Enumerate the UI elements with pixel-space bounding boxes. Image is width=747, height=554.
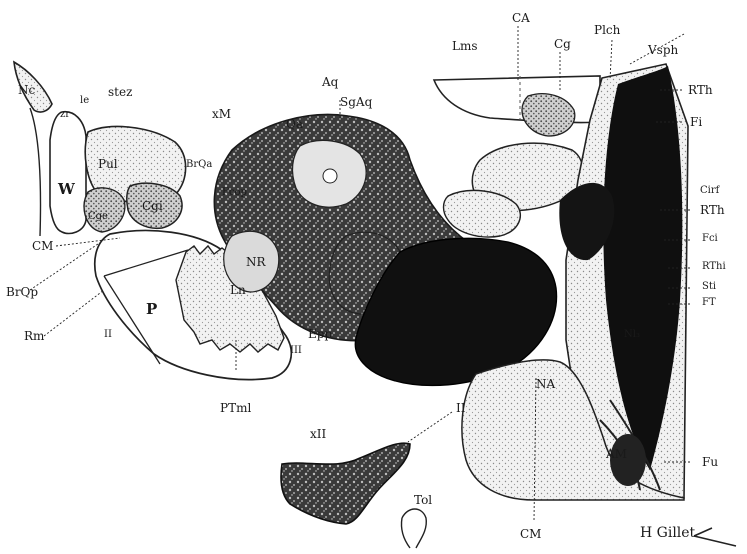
- label-stez: stez: [108, 86, 132, 98]
- label-xii: xII: [310, 428, 326, 440]
- label-rm: Rm: [24, 330, 44, 342]
- label-am: AM: [606, 448, 627, 460]
- label-ii-mid: II: [456, 402, 465, 414]
- label-sgaq: SgAq: [340, 96, 372, 108]
- label-cirf: Cirf: [700, 186, 719, 196]
- label-fu: Fu: [702, 456, 718, 468]
- signature: H Gillet: [640, 526, 695, 540]
- label-ptml: PTml: [220, 402, 251, 414]
- label-cg: Cg: [554, 38, 571, 50]
- label-nr: NR: [246, 256, 266, 268]
- label-xm: xM: [212, 108, 231, 120]
- label-ft: FT: [702, 298, 716, 308]
- label-rth-top: RTh: [688, 84, 713, 96]
- signature-arrow: [694, 528, 736, 546]
- region-w: [30, 108, 86, 236]
- region-tol: [401, 509, 426, 548]
- label-rth-3: RThi: [702, 262, 726, 272]
- label-zr: zr: [60, 110, 70, 120]
- label-sti: Sti: [702, 282, 716, 292]
- label-ca: CA: [512, 12, 530, 24]
- label-lms: Lms: [452, 40, 478, 52]
- label-brqp: BrQp: [6, 286, 38, 298]
- label-cge: Cge: [88, 212, 108, 222]
- label-rth-2: RTh: [700, 204, 725, 216]
- region-xii: [281, 443, 410, 524]
- label-plch: Plch: [594, 24, 620, 36]
- label-brqa: BrQa: [186, 160, 212, 170]
- label-vsph: Vsph: [648, 44, 678, 56]
- label-w: W: [58, 182, 75, 197]
- label-fcop: Fcop: [222, 188, 247, 198]
- label-ii-left: II: [104, 330, 112, 340]
- label-cgi: Cgi: [142, 200, 163, 212]
- label-qa: Qa: [286, 118, 303, 130]
- label-epp: Epp: [308, 328, 332, 340]
- label-p: P: [146, 302, 157, 317]
- label-fi-top: Fi: [690, 116, 702, 128]
- label-cm-left: CM: [32, 240, 53, 252]
- label-nc: Nc: [18, 84, 35, 96]
- label-iii: III: [290, 346, 302, 356]
- region-cge: [84, 188, 125, 232]
- label-tol: Tol: [414, 494, 432, 506]
- label-le: le: [80, 96, 89, 106]
- label-pul: Pul: [98, 158, 118, 170]
- label-ln: Ln: [230, 284, 246, 296]
- label-na: NA: [536, 378, 555, 390]
- label-cm-bottom: CM: [520, 528, 541, 540]
- label-fci: Fci: [702, 234, 718, 244]
- label-aq: Aq: [322, 76, 338, 88]
- label-nl: Nl₃: [624, 330, 640, 340]
